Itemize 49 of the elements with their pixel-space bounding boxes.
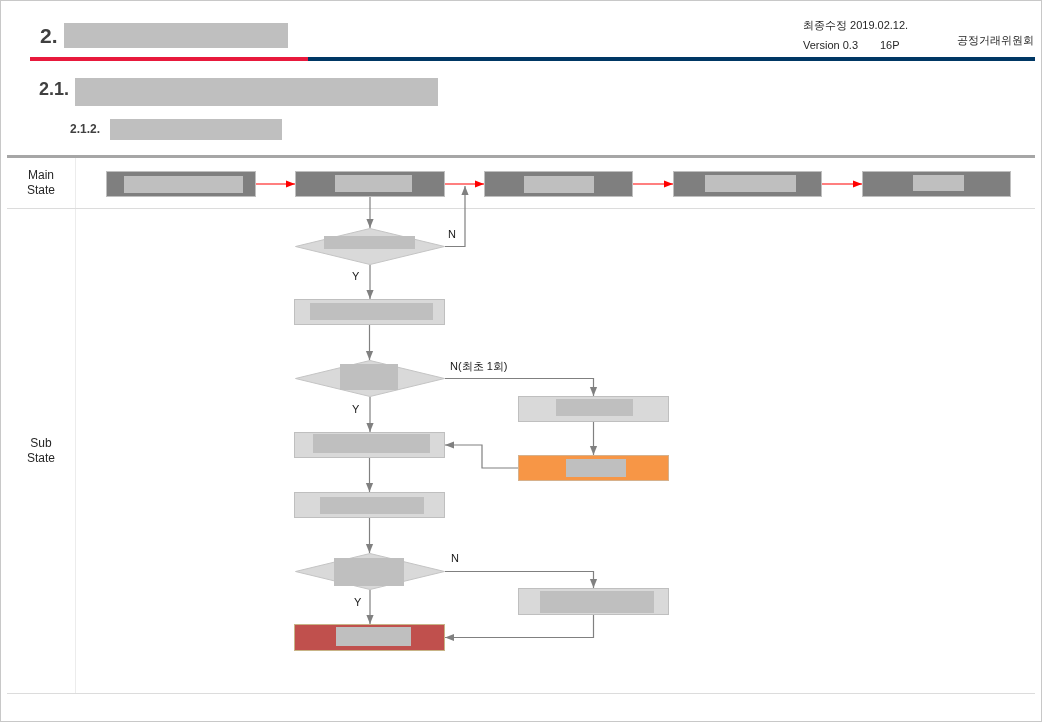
swimlane bbox=[7, 209, 1035, 694]
arrow bbox=[444, 570, 598, 589]
lane-label: Main State bbox=[26, 168, 56, 198]
edge-label: N(최초 1회) bbox=[449, 360, 509, 373]
arrow bbox=[365, 517, 374, 554]
state-box bbox=[862, 171, 1011, 197]
decision-diamond bbox=[295, 360, 445, 397]
process-box bbox=[294, 624, 445, 651]
arrow bbox=[366, 264, 374, 300]
arrow bbox=[589, 421, 598, 456]
edge-label: N bbox=[447, 228, 457, 241]
arrow bbox=[444, 614, 595, 642]
state-box bbox=[295, 171, 445, 197]
arrow bbox=[365, 457, 374, 493]
organization-name: 공정거래위원회 bbox=[957, 33, 1034, 48]
process-box bbox=[518, 588, 669, 615]
arrow bbox=[444, 185, 469, 248]
arrow bbox=[365, 324, 374, 361]
process-box bbox=[518, 455, 669, 481]
process-box bbox=[294, 492, 445, 518]
arrow bbox=[366, 196, 374, 229]
arrow bbox=[444, 180, 485, 188]
arrow bbox=[632, 180, 674, 188]
arrow bbox=[366, 396, 374, 433]
date-text: 최종수정 2019.02.12. bbox=[803, 18, 909, 33]
arrow bbox=[821, 180, 863, 188]
process-box bbox=[294, 432, 445, 458]
arrow bbox=[444, 441, 519, 469]
version-text: Version 0.3 bbox=[803, 39, 859, 51]
edge-label: Y bbox=[351, 270, 361, 283]
edge-label: N bbox=[450, 552, 460, 565]
state-box bbox=[484, 171, 633, 197]
process-box bbox=[518, 396, 669, 422]
section-number: 2. bbox=[40, 24, 58, 48]
arrow bbox=[366, 589, 374, 625]
state-box bbox=[106, 171, 256, 197]
lane-label: Sub State bbox=[26, 436, 56, 466]
section-number: 2.1. bbox=[39, 79, 70, 100]
arrow bbox=[255, 180, 296, 188]
swimlane bbox=[7, 158, 1035, 209]
decision-diamond bbox=[295, 553, 445, 590]
section-number: 2.1.2. bbox=[70, 122, 101, 136]
edge-label: Y bbox=[353, 596, 363, 609]
process-box bbox=[294, 299, 445, 325]
state-box bbox=[673, 171, 822, 197]
edge-label: Y bbox=[351, 403, 361, 416]
page-number: 16P bbox=[880, 39, 900, 51]
arrow bbox=[444, 377, 598, 397]
decision-diamond bbox=[295, 228, 445, 265]
